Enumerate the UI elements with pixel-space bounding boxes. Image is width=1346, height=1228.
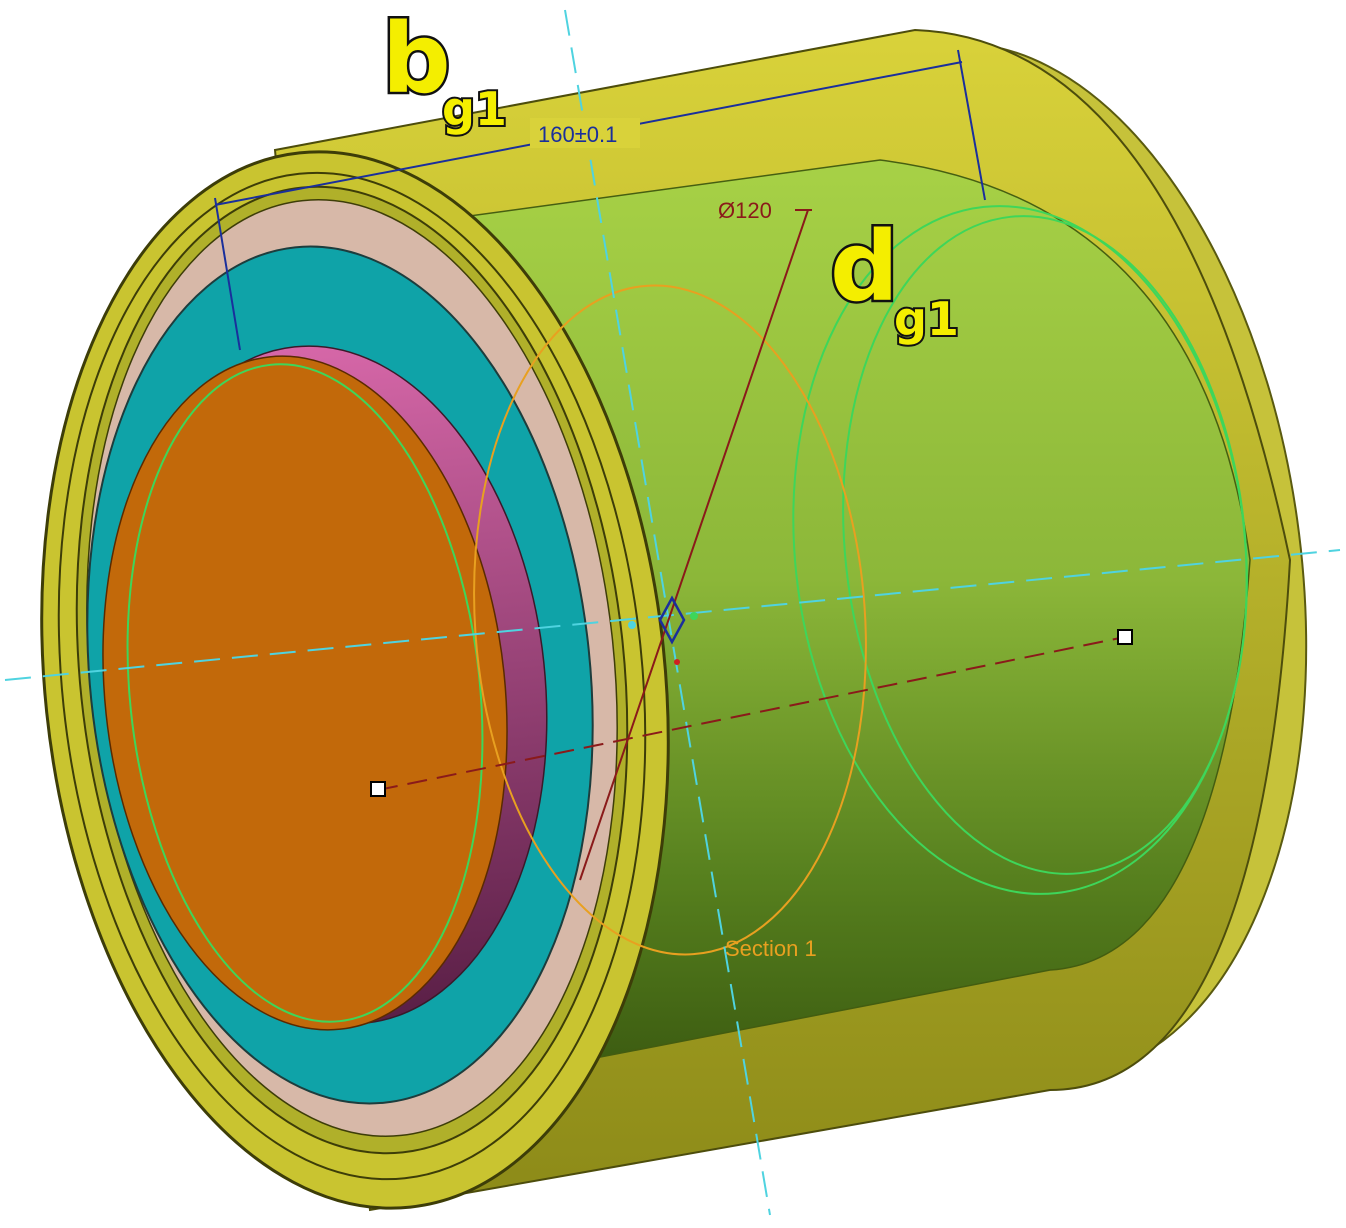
label-d-symbol: d xyxy=(830,211,899,323)
front-rim-line-1 xyxy=(57,171,647,1181)
axis-handle-left[interactable] xyxy=(370,781,386,797)
label-dg1: d g1 xyxy=(828,209,961,349)
diameter-dimension-text: Ø120 xyxy=(718,198,772,223)
length-extension-right xyxy=(957,49,986,201)
axis-red-dashed xyxy=(377,636,1126,791)
centerline-vertical xyxy=(564,9,771,1216)
diameter-leader xyxy=(579,209,809,881)
label-b-symbol: b xyxy=(382,3,451,115)
label-b-subscript: g1 xyxy=(442,82,507,136)
axis-handle-right[interactable] xyxy=(1117,629,1133,645)
centerline-horizontal xyxy=(4,549,1341,681)
csys-marker xyxy=(628,595,698,665)
label-bg1: b g1 xyxy=(380,1,509,139)
right-circle-inner xyxy=(842,215,1248,875)
length-dimension-text: 160±0.1 xyxy=(538,122,617,147)
label-d-subscript: g1 xyxy=(894,292,959,346)
orange-face xyxy=(102,355,508,1031)
section-label: Section 1 xyxy=(725,936,817,961)
length-dimension-text-bg xyxy=(530,118,640,148)
length-extension-left xyxy=(214,197,241,351)
